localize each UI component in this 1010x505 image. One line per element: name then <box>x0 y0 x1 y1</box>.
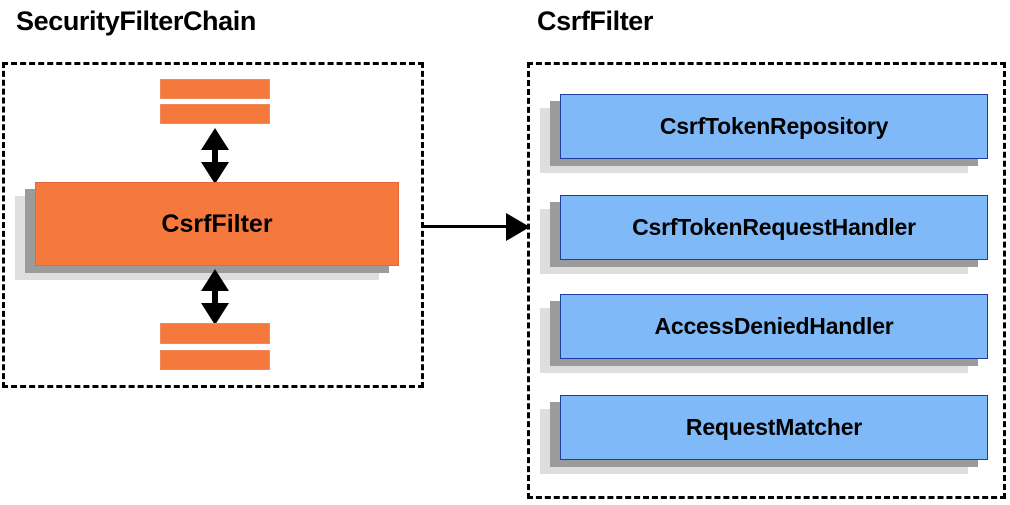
filter-bar-top-2 <box>160 104 270 124</box>
csrf-token-request-handler-label: CsrfTokenRequestHandler <box>632 214 916 240</box>
panel-title-security-filter-chain: SecurityFilterChain <box>16 6 256 36</box>
filter-bar-top-1 <box>160 79 270 99</box>
card-face: CsrfTokenRepository <box>560 94 988 159</box>
arrow-head-down-bottom-icon <box>201 303 229 325</box>
request-matcher-label: RequestMatcher <box>685 414 863 440</box>
arrow-head-up-bottom-icon <box>201 269 229 291</box>
csrf-token-request-handler-card[interactable]: CsrfTokenRequestHandler <box>540 195 988 274</box>
access-denied-handler-label: AccessDeniedHandler <box>654 313 894 339</box>
filter-bar-bottom-2 <box>160 350 270 370</box>
card-face: CsrfTokenRequestHandler <box>560 195 988 260</box>
arrow-head-up-top-icon <box>201 128 229 150</box>
csrf-filter-card[interactable]: CsrfFilter <box>15 182 399 280</box>
csrf-filter-boundary <box>527 62 1006 499</box>
csrf-token-repository-label: CsrfTokenRepository <box>659 113 889 139</box>
arrow-shaft-top <box>212 146 218 168</box>
arrow-head-down-top-icon <box>201 162 229 184</box>
csrf-filter-card-label: CsrfFilter <box>161 209 273 238</box>
card-face: RequestMatcher <box>560 395 988 460</box>
connector-shaft <box>424 225 510 228</box>
request-matcher-card[interactable]: RequestMatcher <box>540 395 988 474</box>
card-face: CsrfFilter <box>35 182 399 266</box>
connector-arrow-head-icon <box>506 213 530 241</box>
csrf-token-repository-card[interactable]: CsrfTokenRepository <box>540 94 988 173</box>
access-denied-handler-card[interactable]: AccessDeniedHandler <box>540 294 988 373</box>
panel-title-csrf-filter: CsrfFilter <box>537 6 654 36</box>
card-face: AccessDeniedHandler <box>560 294 988 359</box>
arrow-shaft-bottom <box>212 288 218 310</box>
security-filter-chain-boundary <box>2 62 424 388</box>
filter-bar-bottom-1 <box>160 323 270 344</box>
